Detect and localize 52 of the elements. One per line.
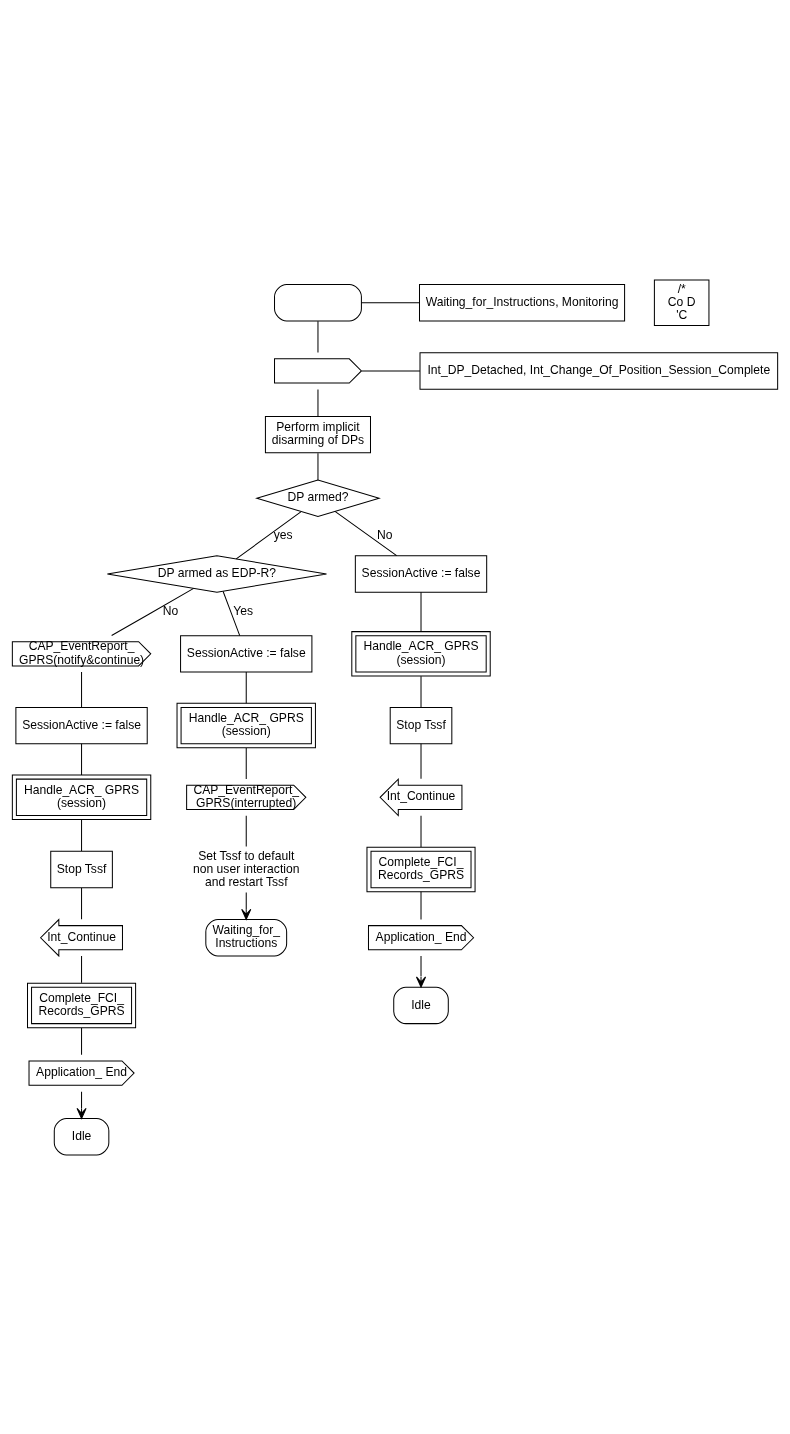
node-box: Idle bbox=[53, 1117, 110, 1155]
connector bbox=[420, 591, 422, 632]
connector bbox=[245, 814, 247, 847]
connector bbox=[334, 510, 398, 556]
node-box: Waiting_for_ Instructions bbox=[205, 918, 288, 956]
connector bbox=[245, 746, 247, 779]
connector bbox=[317, 388, 319, 417]
node-box: /* Co D 'C bbox=[653, 279, 710, 326]
node-box: Int_DP_Detached, Int_Change_Of_Position_Session_Complete bbox=[419, 351, 779, 390]
node-box: Waiting_for_Instructions, Monitoring bbox=[419, 283, 626, 321]
node-box: Idle bbox=[393, 986, 449, 1024]
node-box: SessionActive := false bbox=[15, 706, 148, 744]
node-diamond: DP armed? bbox=[255, 479, 381, 517]
arrow bbox=[76, 1090, 87, 1119]
connector bbox=[420, 742, 422, 779]
arrow bbox=[415, 955, 427, 988]
node-box: Stop Tssf bbox=[50, 850, 113, 888]
node-box: Handle_ACR_ GPRS (session) bbox=[351, 630, 491, 677]
connector bbox=[81, 955, 83, 983]
connector bbox=[317, 452, 319, 480]
node-box: Handle_ACR_ GPRS (session) bbox=[11, 774, 152, 820]
node-chevron bbox=[274, 357, 363, 384]
connector bbox=[420, 890, 422, 920]
node-box: Complete_FCI_ Records_GPRS bbox=[27, 982, 137, 1028]
connector bbox=[81, 886, 83, 920]
node-box: Complete_FCI_ Records_GPRS bbox=[366, 846, 476, 892]
connector bbox=[81, 671, 83, 708]
connector bbox=[245, 671, 247, 704]
connector bbox=[361, 369, 421, 371]
arrow bbox=[241, 891, 252, 920]
node-text: Set Tssf to default non user interaction and restart Tssf bbox=[193, 848, 300, 889]
connector bbox=[81, 818, 83, 851]
node-box: Stop Tssf bbox=[389, 706, 453, 744]
node-box: SessionActive := false bbox=[180, 634, 313, 673]
connector bbox=[235, 510, 302, 559]
connector bbox=[360, 301, 420, 303]
edge-label: Yes bbox=[233, 603, 254, 618]
node-box bbox=[274, 283, 362, 321]
edge-label: No bbox=[162, 603, 179, 618]
edge-label: No bbox=[376, 527, 393, 542]
connector bbox=[81, 1026, 83, 1055]
node-box: SessionActive := false bbox=[354, 554, 488, 593]
node-diamond: DP armed as EDP-R? bbox=[106, 554, 327, 593]
connector bbox=[420, 675, 422, 708]
connector bbox=[317, 320, 319, 353]
connector bbox=[222, 590, 241, 636]
node-box: Perform implicit disarming of DPs bbox=[264, 415, 371, 453]
connector bbox=[111, 587, 195, 636]
edge-label: yes bbox=[273, 527, 293, 542]
connector bbox=[81, 742, 83, 776]
connector bbox=[420, 814, 422, 848]
node-box: Handle_ACR_ GPRS (session) bbox=[176, 702, 316, 748]
